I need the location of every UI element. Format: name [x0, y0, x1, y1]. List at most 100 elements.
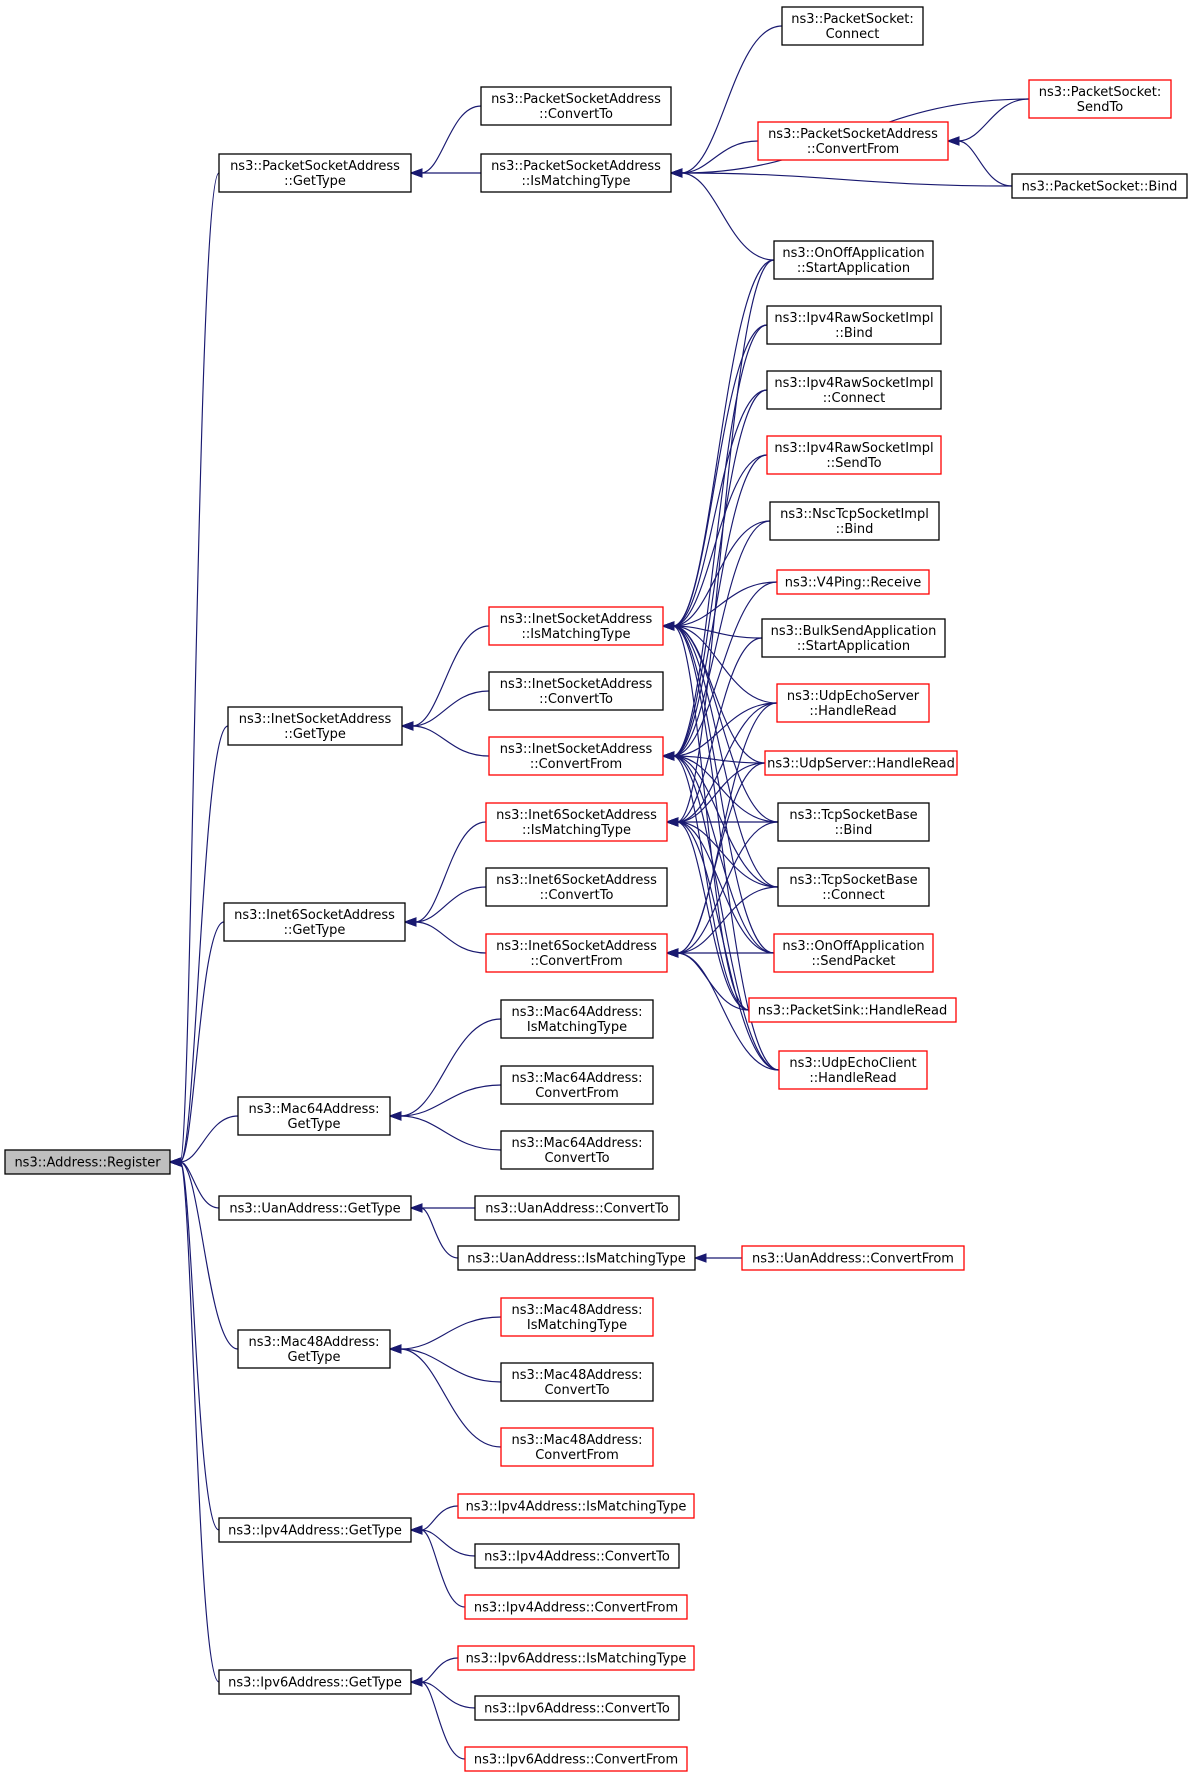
call-edge-ipv4raw_sendto-to-isa_imt	[672, 454, 768, 627]
node-m48-cf[interactable]: ns3::Mac48Address:ConvertFrom	[500, 1427, 654, 1467]
node-label-line: ns3::PacketSocketAddress	[491, 92, 661, 107]
node-label-line: ns3::Inet6SocketAddress	[496, 808, 657, 823]
node-ps-connect[interactable]: ns3::PacketSocket:Connect	[781, 6, 924, 46]
node-box	[500, 1065, 654, 1105]
node-nsc-bind[interactable]: ns3::NscTcpSocketImpl::Bind	[769, 501, 940, 541]
arrowhead-m48_cf-to-m48_gt	[388, 1344, 402, 1354]
node-box	[218, 153, 412, 193]
node-tcp-bind[interactable]: ns3::TcpSocketBase::Bind	[777, 802, 930, 842]
call-edge-v4ping_recv-to-isa_imt	[672, 581, 778, 627]
node-i6sa-cf[interactable]: ns3::Inet6SocketAddress::ConvertFrom	[485, 933, 668, 973]
node-uan-ct[interactable]: ns3::UanAddress::ConvertTo	[474, 1195, 680, 1221]
node-m64-cf[interactable]: ns3::Mac64Address:ConvertFrom	[500, 1065, 654, 1105]
call-edge-onoff_send-to-i6sa_imt	[676, 821, 775, 954]
node-root[interactable]: ns3::Address::Register	[4, 1149, 171, 1175]
node-ip6-cf[interactable]: ns3::Ipv6Address::ConvertFrom	[464, 1746, 688, 1772]
node-ip6-ct[interactable]: ns3::Ipv6Address::ConvertTo	[474, 1695, 680, 1721]
node-i6sa-imt[interactable]: ns3::Inet6SocketAddress::IsMatchingType	[485, 802, 668, 842]
node-uan-imt[interactable]: ns3::UanAddress::IsMatchingType	[457, 1245, 696, 1271]
call-edge-m64_gt-to-root	[179, 1115, 239, 1163]
node-ip6-imt[interactable]: ns3::Ipv6Address::IsMatchingType	[457, 1645, 695, 1671]
node-v4ping-recv[interactable]: ns3::V4Ping::Receive	[776, 569, 930, 595]
node-ps-bind[interactable]: ns3::PacketSocket::Bind	[1011, 173, 1188, 199]
node-m48-ct[interactable]: ns3::Mac48Address:ConvertTo	[500, 1362, 654, 1402]
node-isa-imt[interactable]: ns3::InetSocketAddress::IsMatchingType	[488, 606, 664, 646]
node-box	[488, 736, 664, 776]
node-psa-imt[interactable]: ns3::PacketSocketAddress::IsMatchingType	[480, 153, 672, 193]
node-m64-ct[interactable]: ns3::Mac64Address:ConvertTo	[500, 1130, 654, 1170]
node-tcp-connect[interactable]: ns3::TcpSocketBase::Connect	[777, 867, 930, 907]
node-ip6-gt[interactable]: ns3::Ipv6Address::GetType	[218, 1669, 412, 1695]
node-onoff-send[interactable]: ns3::OnOffApplication::SendPacket	[773, 933, 934, 973]
arrowhead-uan_cf-to-uan_imt	[693, 1253, 707, 1263]
node-label-line: ::Bind	[835, 823, 873, 838]
node-isa-cf[interactable]: ns3::InetSocketAddress::ConvertFrom	[488, 736, 664, 776]
node-i6sa-gt[interactable]: ns3::Inet6SocketAddress::GetType	[223, 902, 406, 942]
node-m48-imt[interactable]: ns3::Mac48Address:IsMatchingType	[500, 1297, 654, 1337]
node-label-line: IsMatchingType	[527, 1020, 627, 1035]
node-label-line: ns3::Ipv6Address::ConvertTo	[484, 1702, 670, 1717]
call-edge-isa_ct-to-isa_gt	[411, 690, 490, 727]
call-edge-psa_gt-to-root	[179, 172, 220, 1163]
node-label-line: ns3::Ipv6Address::GetType	[228, 1676, 402, 1691]
node-i6sa-ct[interactable]: ns3::Inet6SocketAddress::ConvertTo	[485, 867, 668, 907]
node-label-line: GetType	[287, 1350, 340, 1365]
node-onoff-start[interactable]: ns3::OnOffApplication::StartApplication	[773, 240, 934, 280]
node-label-line: ns3::Address::Register	[14, 1156, 161, 1171]
call-edge-m48_ct-to-m48_gt	[399, 1348, 502, 1383]
node-box	[1011, 173, 1188, 199]
arrowhead-ip4_cf-to-ip4_gt	[409, 1525, 423, 1535]
call-edge-ip4_cf-to-ip4_gt	[420, 1529, 466, 1608]
node-box	[773, 240, 934, 280]
node-uan-cf[interactable]: ns3::UanAddress::ConvertFrom	[741, 1245, 965, 1271]
node-isa-ct[interactable]: ns3::InetSocketAddress::ConvertTo	[488, 671, 664, 711]
node-ip4-ct[interactable]: ns3::Ipv4Address::ConvertTo	[474, 1543, 680, 1569]
node-box	[464, 1594, 688, 1620]
call-edge-uec_hr-to-i6sa_cf	[676, 952, 780, 1071]
call-edge-ipv4raw_bind-to-isa_imt	[672, 324, 768, 627]
call-edge-onoff_start-to-i6sa_imt	[676, 259, 775, 823]
node-ipv4raw-connect[interactable]: ns3::Ipv4RawSocketImpl::Connect	[766, 370, 942, 410]
node-label-line: ::HandleRead	[809, 1071, 896, 1086]
node-psa-cf[interactable]: ns3::PacketSocketAddress::ConvertFrom	[757, 121, 949, 161]
call-edge-uec_hr-to-isa_imt	[672, 625, 780, 1071]
node-label-line: ns3::TcpSocketBase	[789, 873, 917, 888]
node-psa-ct[interactable]: ns3::PacketSocketAddress::ConvertTo	[480, 86, 672, 126]
node-box	[748, 997, 957, 1023]
call-edge-m48_imt-to-m48_gt	[399, 1316, 502, 1350]
node-label-line: ns3::TcpSocketBase	[789, 808, 917, 823]
node-bulk-start[interactable]: ns3::BulkSendApplication::StartApplicati…	[761, 618, 946, 658]
node-ip4-cf[interactable]: ns3::Ipv4Address::ConvertFrom	[464, 1594, 688, 1620]
call-edge-tcp_bind-to-isa_cf	[672, 755, 779, 823]
node-ps-sendto[interactable]: ns3::PacketSocket:SendTo	[1028, 79, 1172, 119]
node-m64-imt[interactable]: ns3::Mac64Address:IsMatchingType	[500, 999, 654, 1039]
node-label-line: ns3::InetSocketAddress	[500, 677, 653, 692]
call-edge-ipv4raw_connect-to-isa_cf	[672, 389, 768, 757]
node-ues-hr[interactable]: ns3::UdpEchoServer::HandleRead	[776, 683, 930, 723]
node-box	[777, 802, 930, 842]
node-box	[776, 569, 930, 595]
node-m64-gt[interactable]: ns3::Mac64Address:GetType	[237, 1096, 391, 1136]
node-isa-gt[interactable]: ns3::InetSocketAddress::GetType	[227, 706, 403, 746]
call-edge-v4ping_recv-to-isa_cf	[672, 581, 778, 757]
node-box	[777, 867, 930, 907]
node-us-hr[interactable]: ns3::UdpServer::HandleRead	[764, 750, 958, 776]
node-ipv4raw-bind[interactable]: ns3::Ipv4RawSocketImpl::Bind	[766, 305, 942, 345]
node-psa-gt[interactable]: ns3::PacketSocketAddress::GetType	[218, 153, 412, 193]
node-ip4-gt[interactable]: ns3::Ipv4Address::GetType	[218, 1517, 412, 1543]
node-label-line: ns3::InetSocketAddress	[500, 742, 653, 757]
node-label-line: ns3::Ipv4Address::ConvertTo	[484, 1550, 670, 1565]
arrowhead-uec_hr-to-i6sa_cf	[665, 948, 679, 958]
node-ip4-imt[interactable]: ns3::Ipv4Address::IsMatchingType	[457, 1493, 695, 1519]
node-psink-hr[interactable]: ns3::PacketSink::HandleRead	[748, 997, 957, 1023]
node-uec-hr[interactable]: ns3::UdpEchoClient::HandleRead	[778, 1050, 928, 1090]
node-label-line: ::IsMatchingType	[522, 627, 631, 642]
node-m48-gt[interactable]: ns3::Mac48Address:GetType	[237, 1329, 391, 1369]
node-label-line: ns3::UanAddress::ConvertFrom	[752, 1252, 954, 1267]
node-uan-gt[interactable]: ns3::UanAddress::GetType	[218, 1195, 412, 1221]
node-label-line: ::HandleRead	[809, 704, 896, 719]
call-edge-isa_cf-to-isa_gt	[411, 725, 490, 757]
node-label-line: ::ConvertFrom	[530, 757, 622, 772]
node-ipv4raw-sendto[interactable]: ns3::Ipv4RawSocketImpl::SendTo	[766, 435, 942, 475]
